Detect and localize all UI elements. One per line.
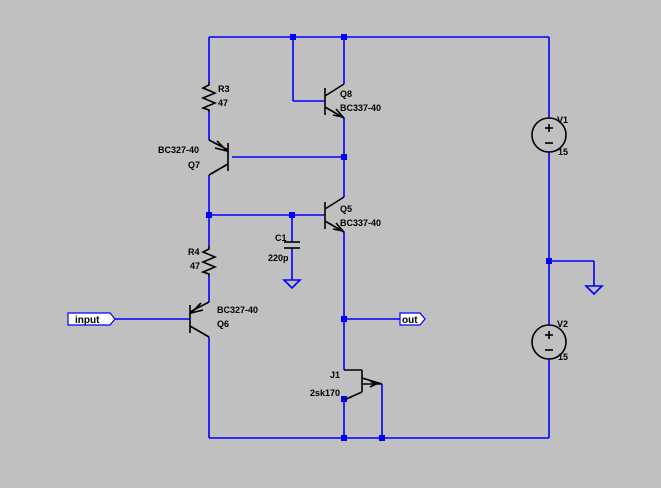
input-flag[interactable]: input <box>67 312 116 326</box>
q7-name: Q7 <box>188 160 200 170</box>
q6-value: BC327-40 <box>217 305 258 315</box>
r4-value: 47 <box>190 261 200 271</box>
wires <box>115 36 595 439</box>
v1-name: V1 <box>557 115 568 125</box>
voltage-source-v2[interactable]: V2 15 <box>531 319 568 362</box>
resistor-r3[interactable]: R3 47 <box>200 82 230 112</box>
q7-value: BC327-40 <box>158 145 199 155</box>
capacitor-c1[interactable]: C1 220p <box>268 233 300 263</box>
r3-value: 47 <box>218 98 228 108</box>
ground-symbol <box>584 285 604 296</box>
v2-name: V2 <box>557 319 568 329</box>
junctions <box>206 34 552 441</box>
r3-name: R3 <box>218 84 230 94</box>
q8-name: Q8 <box>340 89 352 99</box>
output-flag[interactable]: out <box>399 312 426 326</box>
jfet-j1[interactable]: J1 2sk170 <box>310 369 383 401</box>
r4-name: R4 <box>188 247 200 257</box>
transistor-q7[interactable]: BC327-40 Q7 <box>158 139 230 176</box>
transistor-q8[interactable]: Q8 BC337-40 <box>324 83 381 119</box>
j1-name: J1 <box>330 370 340 380</box>
v1-value: 15 <box>558 147 568 157</box>
c1-name: C1 <box>275 233 287 243</box>
c1-value: 220p <box>268 253 289 263</box>
ground-symbol <box>282 279 302 290</box>
input-label: input <box>75 315 100 326</box>
q8-value: BC337-40 <box>340 103 381 113</box>
q5-value: BC337-40 <box>340 218 381 228</box>
q5-name: Q5 <box>340 204 352 214</box>
transistor-q6[interactable]: BC327-40 Q6 <box>188 301 258 338</box>
q6-name: Q6 <box>217 319 229 329</box>
voltage-source-v1[interactable]: V1 15 <box>531 115 568 157</box>
transistor-q5[interactable]: Q5 BC337-40 <box>324 196 381 233</box>
j1-value: 2sk170 <box>310 388 340 398</box>
resistor-r4[interactable]: R4 47 <box>188 246 218 276</box>
output-label: out <box>402 315 418 326</box>
v2-value: 15 <box>558 352 568 362</box>
